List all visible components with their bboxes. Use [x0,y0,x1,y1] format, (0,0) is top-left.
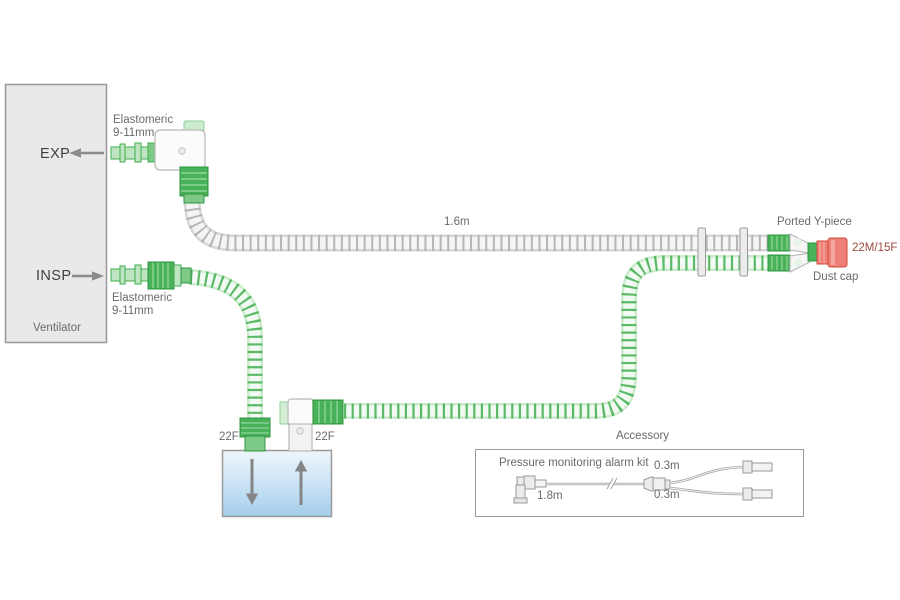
insp-port-label: INSP [36,268,72,284]
ported-y-piece [767,233,818,273]
kit-name-label: Pressure monitoring alarm kit [499,457,649,469]
pressure-kit-drawing [513,460,773,504]
elastomeric-label-bottom-line1: Elastomeric [112,292,173,304]
inspiratory-tube-to-patient [344,255,770,419]
kit-branch-top-length-label: 0.3m [654,460,680,472]
insp-arrow-icon [72,271,104,281]
exp-elbow-connector [154,120,209,204]
insp-elastomeric-connector [110,264,149,285]
chamber-outlet-elbow [279,398,344,452]
exp-elastomeric-connector [110,142,156,163]
expiratory-tube [183,200,770,252]
elastomeric-label-top-line2: 9-11mm [113,127,155,139]
chamber-inlet-size-label: 22F [219,431,239,443]
ventilator-label: Ventilator [33,322,81,334]
chamber-flow-down-arrow-icon [245,459,259,505]
kit-branch-bottom-length-label: 0.3m [654,489,680,501]
chamber-outlet-size-label: 22F [315,431,335,443]
dust-cap [816,237,848,268]
ventilator-box [4,83,108,344]
dust-cap-label: Dust cap [813,271,859,283]
kit-main-length-label: 1.8m [537,490,563,502]
chamber-flow-up-arrow-icon [294,460,308,505]
exp-port-label: EXP [40,146,71,162]
tube-clip [697,227,706,277]
chamber-inlet-connector [239,417,271,452]
y-piece-size-label: 22M/15F [852,242,898,254]
elastomeric-label-bottom-line2: 9-11mm [112,305,154,317]
insp-ribbed-connector [147,261,192,290]
ported-y-piece-label: Ported Y-piece [777,216,852,228]
exp-arrow-icon [69,148,104,158]
tube-clip [739,227,748,277]
elastomeric-label-top-line1: Elastomeric [113,114,174,126]
inspiratory-tube-to-chamber [189,269,263,423]
accessory-title: Accessory [616,430,670,442]
humidifier-chamber [221,449,333,518]
limb-length-label: 1.6m [444,216,470,228]
